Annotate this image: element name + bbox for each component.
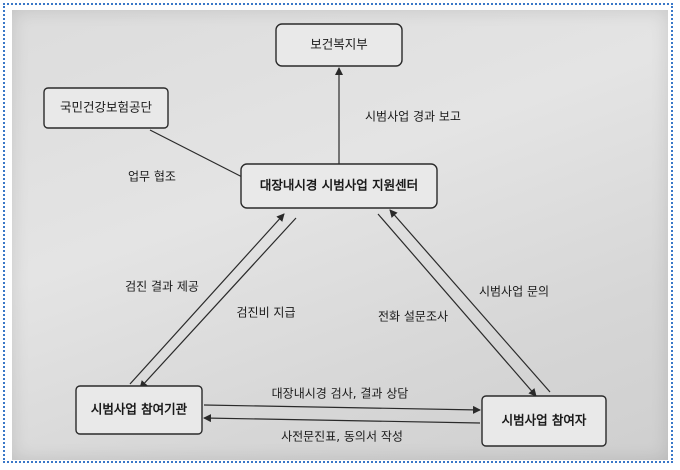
node-participant: 시범사업 참여자	[481, 395, 607, 447]
node-nhis: 국민건강보험공단	[43, 87, 169, 129]
arrow-center-to-institution	[139, 217, 297, 389]
document-paper	[12, 10, 668, 460]
label-nhis-to-center: 업무 협조	[128, 170, 176, 184]
node-ministry-label: 보건복지부	[310, 37, 368, 52]
node-ministry: 보건복지부	[275, 23, 403, 67]
label-center-to-ministry: 시범사업 경과 보고	[365, 110, 461, 124]
node-nhis-label: 국민건강보험공단	[60, 100, 153, 115]
arrow-nhis-to-center	[149, 129, 253, 183]
arrow-institution-to-center	[129, 213, 285, 385]
label-center-to-participant: 전화 설문조사	[378, 310, 448, 324]
arrow-participant-to-center	[389, 209, 551, 393]
arrow-center-to-participant	[377, 213, 537, 397]
node-institution: 시범사업 참여기관	[75, 385, 203, 435]
label-institution-to-participant: 대장내시경 검사, 결과 상담	[272, 387, 409, 401]
node-center: 대장내시경 시범사업 지원센터	[240, 163, 438, 209]
arrow-participant-to-institution	[203, 414, 481, 424]
edges-group	[129, 67, 551, 424]
label-participant-to-center: 시범사업 문의	[479, 285, 549, 299]
node-center-label: 대장내시경 시범사업 지원센터	[260, 178, 418, 193]
node-institution-label: 시범사업 참여기관	[91, 402, 188, 417]
node-participant-label: 시범사업 참여자	[502, 413, 587, 428]
arrow-institution-to-participant	[203, 404, 481, 414]
label-center-to-institution: 검진비 지급	[236, 306, 295, 320]
label-institution-to-center: 검진 결과 제공	[125, 280, 199, 294]
label-participant-to-institution: 사전문진표, 동의서 작성	[281, 430, 403, 444]
dotted-frame-border	[3, 3, 673, 463]
